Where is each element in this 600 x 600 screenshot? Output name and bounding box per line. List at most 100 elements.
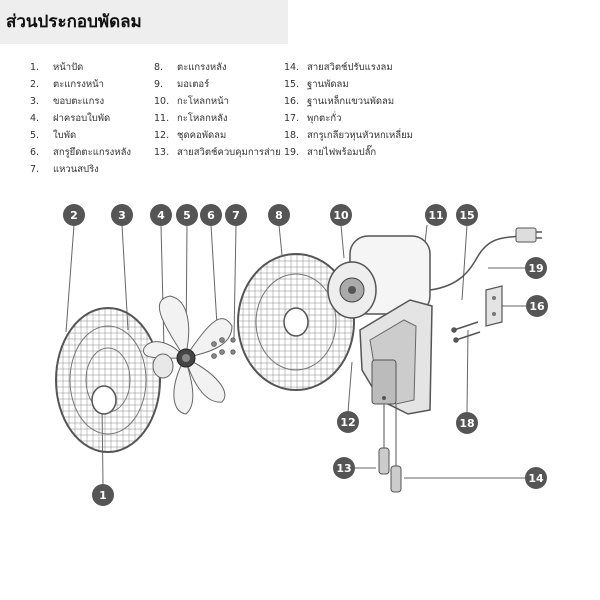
part-number: 1. — [30, 62, 40, 73]
part-name: ฝาครอบใบพัด — [53, 113, 111, 124]
part-item: 16. ฐานเหล็กแขวนพัดลม — [284, 96, 394, 108]
part-name: พุกตะกั่ว — [307, 113, 342, 124]
screws-and-washers — [211, 337, 236, 359]
part-item: 9. มอเตอร์ — [154, 79, 209, 91]
part-item: 17. พุกตะกั่ว — [284, 113, 341, 125]
part-name: สกรูเกลียวหุนหัวหกเหลี่ยม — [307, 130, 413, 141]
svg-text:18: 18 — [459, 417, 474, 430]
part-item: 12. ชุดคอพัดลม — [154, 130, 226, 142]
svg-text:2: 2 — [70, 209, 78, 222]
part-number: 11. — [154, 113, 170, 124]
part-name: กะโหลกหลัง — [177, 113, 228, 124]
part-name: สายสวิตช์ปรับแรงลม — [307, 62, 393, 73]
spinner-cap — [152, 353, 174, 379]
part-name: สายสวิตช์ควบคุมการส่าย — [177, 147, 281, 158]
part-name: ชุดคอพัดลม — [177, 130, 227, 141]
svg-text:7: 7 — [232, 209, 240, 222]
part-name: ตะแกรงหน้า — [53, 79, 105, 90]
part-number: 7. — [30, 164, 40, 175]
callout-badge-4: 4 — [150, 204, 172, 226]
title-bar: ส่วนประกอบพัดลม — [0, 0, 288, 44]
part-name: แหวนสปริง — [53, 164, 99, 175]
power-cord — [429, 227, 542, 291]
svg-text:4: 4 — [157, 209, 165, 222]
part-item: 10. กะโหลกหน้า — [154, 96, 229, 108]
part-item: 1. หน้าปัด — [30, 62, 83, 74]
part-name: กะโหลกหน้า — [177, 96, 229, 107]
svg-text:10: 10 — [333, 209, 349, 222]
callout-badges: 2 3 4 5 6 7 8 10 11 15 19 16 12 18 13 14… — [63, 204, 548, 506]
parts-list: 1. หน้าปัด 2. ตะแกรงหน้า 3. ขอบตะแกรง 4.… — [0, 0, 600, 190]
part-number: 6. — [30, 147, 40, 158]
part-number: 8. — [154, 62, 164, 73]
part-number: 19. — [284, 147, 300, 158]
part-name: ตะแกรงหลัง — [177, 62, 227, 73]
callout-badge-19: 19 — [525, 257, 547, 279]
part-number: 15. — [284, 79, 300, 90]
part-name: หน้าปัด — [53, 62, 84, 73]
svg-text:16: 16 — [529, 300, 545, 313]
part-name: มอเตอร์ — [177, 79, 210, 90]
part-item: 2. ตะแกรงหน้า — [30, 79, 104, 91]
part-item: 6. สกรูยึดตะแกรงหลัง — [30, 147, 131, 159]
callout-badge-2: 2 — [63, 204, 85, 226]
part-number: 12. — [154, 130, 170, 141]
part-item: 4. ฝาครอบใบพัด — [30, 113, 110, 125]
part-number: 10. — [154, 96, 170, 107]
pull-cords — [378, 404, 402, 493]
part-item: 15. ฐานพัดลม — [284, 79, 349, 91]
part-item: 18. สกรูเกลียวหุนหัวหกเหลี่ยม — [284, 130, 413, 142]
part-item: 5. ใบพัด — [30, 130, 76, 142]
part-item: 13. สายสวิตช์ควบคุมการส่าย — [154, 147, 281, 159]
part-name: สกรูยึดตะแกรงหลัง — [53, 147, 132, 158]
part-number: 18. — [284, 130, 300, 141]
part-name: ฐานพัดลม — [307, 79, 349, 90]
wall-bracket — [485, 285, 503, 327]
svg-text:8: 8 — [275, 209, 283, 222]
callout-badge-8: 8 — [268, 204, 290, 226]
callout-badge-15: 15 — [456, 204, 478, 226]
part-number: 4. — [30, 113, 40, 124]
fan-blade — [143, 295, 233, 415]
part-item: 3. ขอบตะแกรง — [30, 96, 104, 108]
callout-badge-10: 10 — [330, 204, 352, 226]
callout-badge-14: 14 — [525, 467, 547, 489]
svg-text:19: 19 — [528, 262, 543, 275]
part-name: สายไฟพร้อมปลั๊ก — [307, 147, 377, 158]
svg-text:15: 15 — [459, 209, 474, 222]
callout-badge-13: 13 — [333, 457, 355, 479]
part-number: 5. — [30, 130, 40, 141]
part-number: 16. — [284, 96, 300, 107]
part-number: 14. — [284, 62, 300, 73]
front-badge — [91, 385, 117, 415]
rear-grille — [237, 253, 355, 391]
callout-badge-3: 3 — [111, 204, 133, 226]
part-name: ขอบตะแกรง — [53, 96, 105, 107]
callout-badge-7: 7 — [225, 204, 247, 226]
svg-text:5: 5 — [183, 209, 191, 222]
front-grille — [55, 307, 161, 453]
svg-text:6: 6 — [207, 209, 215, 222]
part-number: 9. — [154, 79, 164, 90]
part-number: 2. — [30, 79, 40, 90]
svg-text:12: 12 — [340, 416, 355, 429]
part-item: 11. กะโหลกหลัง — [154, 113, 228, 125]
svg-text:1: 1 — [99, 489, 107, 502]
callout-badge-6: 6 — [200, 204, 222, 226]
svg-text:3: 3 — [118, 209, 126, 222]
part-item: 7. แหวนสปริง — [30, 164, 99, 176]
part-number: 3. — [30, 96, 40, 107]
part-item: 8. ตะแกรงหลัง — [154, 62, 227, 74]
page-title: ส่วนประกอบพัดลม — [6, 12, 142, 32]
callout-badge-1: 1 — [92, 484, 114, 506]
part-name: ฐานเหล็กแขวนพัดลม — [307, 96, 395, 107]
svg-text:11: 11 — [428, 209, 443, 222]
part-number: 13. — [154, 147, 170, 158]
motor-housing — [327, 235, 431, 319]
part-name: ใบพัด — [53, 130, 77, 141]
callout-badge-12: 12 — [337, 411, 359, 433]
callout-badge-18: 18 — [456, 412, 478, 434]
part-number: 17. — [284, 113, 300, 124]
callout-badge-16: 16 — [526, 295, 548, 317]
exploded-fan-diagram: 2 3 4 5 6 7 8 10 11 15 19 16 12 18 13 14… — [55, 204, 548, 506]
